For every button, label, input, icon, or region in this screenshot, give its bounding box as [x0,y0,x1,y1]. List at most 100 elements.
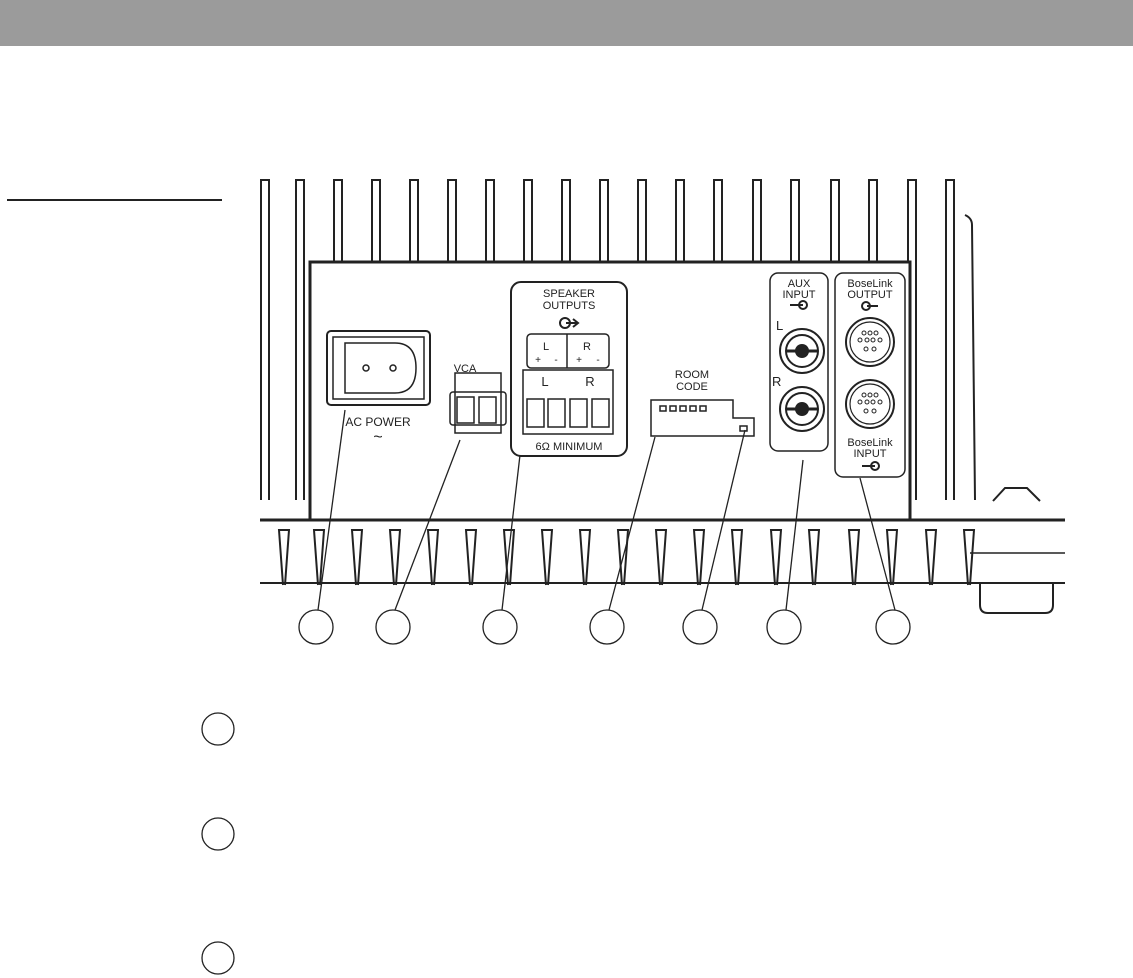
callout-circle [875,609,911,645]
heatsink-fin-bottom [540,529,554,586]
din-pin [873,392,879,398]
din-pin [877,399,883,405]
din-pin [877,337,883,343]
boselink-output-label-2: OUTPUT [847,289,893,301]
callout-leader [701,429,746,611]
callouts [201,409,911,975]
din-pin [871,408,877,414]
speaker-outputs-label-1: SPEAKER [543,288,595,300]
heatsink-fin [945,179,955,500]
heatsink-fin-bottom [730,529,744,586]
heatsink-fin-bottom [807,529,821,586]
speaker-terminal-block [522,369,614,435]
vca-connector [449,372,507,434]
callout-leader [394,439,461,611]
vca-label: VCA [454,363,477,375]
boselink-output-label-1: BoseLink [847,278,893,290]
chassis-bump [992,487,1041,502]
din-pin [863,346,869,352]
room-code-label-2: CODE [676,381,708,393]
minus-label: - [554,355,557,366]
heatsink-fin-bottom [578,529,592,586]
heatsink-fin-bottom [350,529,364,586]
heatsink-fin-bottom [502,529,516,586]
plus-label: + [535,355,541,366]
heatsink-fin-bottom [654,529,668,586]
callout-circle [482,609,518,645]
din-pin [871,346,877,352]
din-face [849,321,891,363]
output-arrow-icon [861,301,878,311]
output-arrow-icon [559,317,580,329]
heatsink-fin-bottom [962,529,976,586]
speaker-l-label: L [543,341,549,353]
rca-jack-left [779,328,825,374]
section-rule [7,199,222,201]
din-shell [845,317,895,367]
callout-circle [201,817,235,851]
ac-power-connector [326,330,431,406]
plus-label: + [576,355,582,366]
callout-circle [589,609,625,645]
din-pin [857,399,863,405]
boselink-output-connector [845,317,895,367]
terminal-l-label: L [541,374,548,389]
boselink-input-label-2: INPUT [854,448,887,460]
boselink-input-connector [845,379,895,429]
din-pin [864,399,870,405]
minus-label: - [596,355,599,366]
din-pin [861,392,867,398]
speaker-r-label: R [583,341,591,353]
boselink-input-label-1: BoseLink [847,437,893,449]
boselink-panel [834,272,906,478]
din-pin [870,337,876,343]
callout-circle [682,609,718,645]
input-arrow-icon [790,300,808,310]
callout-leader [608,436,656,611]
room-code-label-1: ROOM [675,369,709,381]
heatsink-fin-bottom [312,529,326,586]
aux-label-1: AUX [788,278,811,290]
heatsink-fin-outline [964,214,976,501]
heatsink-fin-bottom [426,529,440,586]
heatsink-fin [295,179,305,500]
din-pin [861,330,867,336]
heatsink-fin-bottom [464,529,478,586]
din-pin [863,408,869,414]
callout-circle [201,712,235,746]
aux-label-2: INPUT [783,289,816,301]
din-pin [857,337,863,343]
din-pin [864,337,870,343]
din-pin [870,399,876,405]
heatsink-fin-bottom [769,529,783,586]
terminal-r-label: R [585,374,594,389]
callout-circle [766,609,802,645]
heatsink-fin-bottom [388,529,402,586]
heatsink-fin-bottom [277,529,291,586]
heatsink-fin [260,179,270,500]
aux-r-label: R [772,374,781,389]
minimum-label: 6Ω MINIMUM [536,441,603,453]
rca-jack-right [779,386,825,432]
heatsink-fin-bottom [692,529,706,586]
chassis-foot [979,583,1054,614]
heatsink-fin-bottom [616,529,630,586]
callout-circle [201,941,235,975]
heatsink-fin-bottom [885,529,899,586]
room-code-switch [650,399,755,437]
input-arrow-icon [862,461,880,471]
din-pin [867,330,873,336]
callout-leader [859,477,896,611]
speaker-outputs-panel [510,281,628,457]
rear-panel [308,260,912,522]
aux-l-label: L [776,318,783,333]
callout-leader [317,409,346,611]
din-face [849,383,891,425]
speaker-outputs-label-2: OUTPUTS [543,300,596,312]
din-shell [845,379,895,429]
speaker-polarity-box [526,333,610,369]
aux-input-panel [769,272,829,452]
heatsink-fin-bottom [847,529,861,586]
ac-symbol: ~ [373,429,382,446]
